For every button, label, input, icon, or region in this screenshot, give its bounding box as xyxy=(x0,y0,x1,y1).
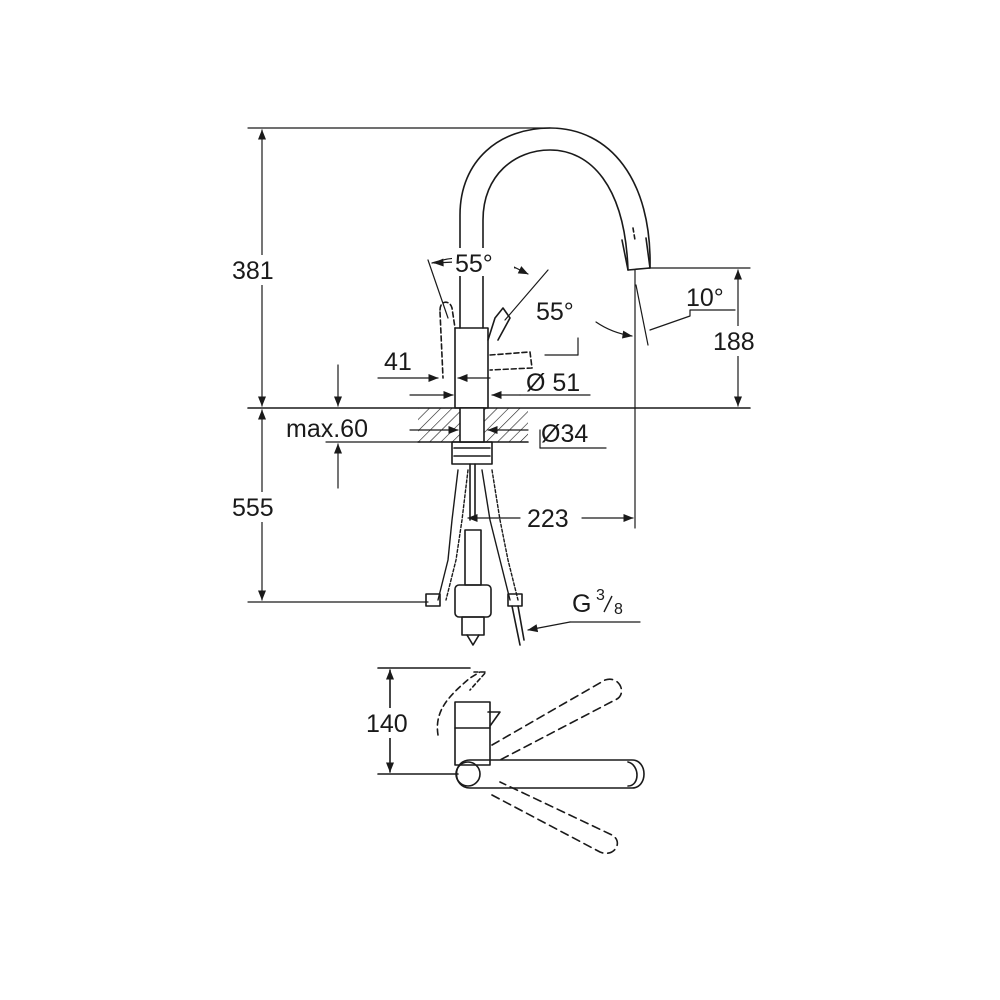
top-lever xyxy=(454,701,491,729)
spout-inner xyxy=(482,149,629,329)
hose-left xyxy=(437,469,459,601)
dimension-labels: 381 555 188 223 41 max.60 Ø 51 Ø34 55° 5… xyxy=(226,248,768,738)
label-reach: 223 xyxy=(527,505,569,533)
spray-button xyxy=(632,227,636,241)
spray-hose xyxy=(464,529,482,586)
top-spout-swing-down xyxy=(491,781,618,855)
mounting-shank xyxy=(459,407,485,443)
label-spout-height: 188 xyxy=(713,328,755,356)
label-max-deck: max.60 xyxy=(286,415,368,443)
faucet-body xyxy=(454,327,489,409)
label-thread-numerator: 3 xyxy=(596,587,605,604)
hose-connector-right xyxy=(507,593,523,607)
label-lever-angle-top: 55° xyxy=(455,250,493,278)
dim-55-side-arc xyxy=(595,321,633,339)
mounting-nut xyxy=(451,441,493,465)
label-below-deck: 555 xyxy=(232,494,274,522)
hose-weight xyxy=(454,584,492,618)
faucet-top-view xyxy=(377,667,645,855)
top-spout-swing-up xyxy=(491,678,623,761)
hose-right xyxy=(481,469,511,601)
label-thread: G xyxy=(572,590,591,618)
faucet-side-view xyxy=(247,127,751,646)
spray-head xyxy=(621,237,651,271)
lever-open-position xyxy=(489,351,533,371)
label-total-height: 381 xyxy=(232,257,274,285)
label-spout-angle: 10° xyxy=(686,284,724,312)
label-thread-denominator: 8 xyxy=(614,601,623,618)
label-lever-angle-side: 55° xyxy=(536,298,574,326)
label-top-depth: 140 xyxy=(366,710,408,738)
label-lever-offset: 41 xyxy=(384,348,412,376)
lever-closed-position xyxy=(439,301,456,329)
label-hole-diameter: Ø34 xyxy=(541,420,588,448)
hose-connector-left xyxy=(425,593,441,607)
dim-thread-leader xyxy=(527,621,571,633)
label-body-diameter: Ø 51 xyxy=(526,369,580,397)
lever xyxy=(487,307,511,341)
